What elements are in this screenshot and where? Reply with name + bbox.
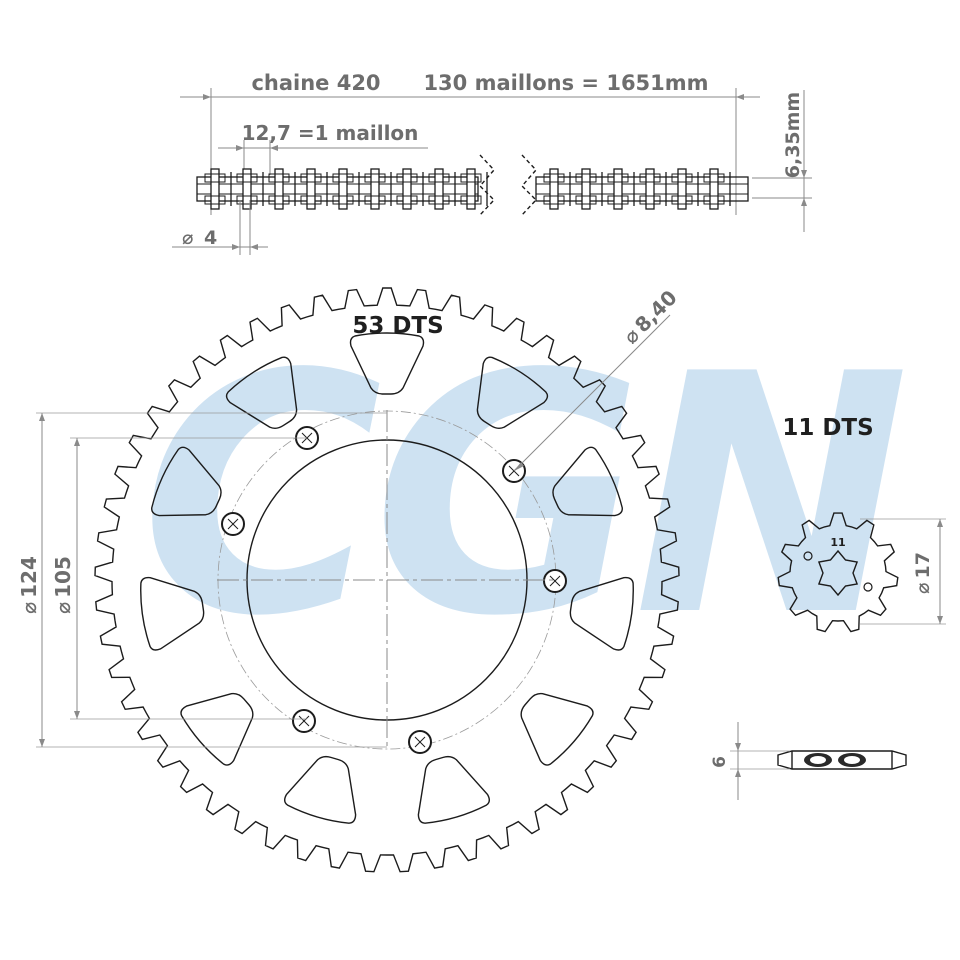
sprocket-window <box>349 332 425 395</box>
chain-length-label: 130 maillons = 1651mm <box>423 71 708 95</box>
chain-link <box>607 168 635 210</box>
chain-segment-right <box>535 168 749 210</box>
sprocket-window <box>151 446 222 517</box>
large-sprocket-windows <box>140 332 634 824</box>
chain-link <box>703 168 731 210</box>
small-sprocket-teeth <box>777 512 899 633</box>
hole-diameter-leader <box>513 314 671 472</box>
inner-diameter-label: ⌀105 <box>51 556 75 614</box>
chain-link <box>428 168 456 210</box>
chain-link <box>543 168 571 210</box>
chain-link <box>364 168 392 210</box>
sprocket-window <box>476 356 549 429</box>
small-sprocket <box>777 512 899 633</box>
sprocket-window <box>569 576 634 651</box>
watermark-logo: CGN <box>140 304 906 688</box>
small-sprocket-teeth-label: 11 DTS <box>782 415 873 441</box>
large-sprocket-teeth <box>94 287 680 873</box>
small-sprocket-hole-left <box>803 551 813 561</box>
small-sprocket-hole-right <box>863 582 873 592</box>
chain-pitch-label: 12,7 =1 maillon <box>242 121 419 145</box>
chain-height-dimension <box>752 90 812 232</box>
large-sprocket-diameter-dimensions <box>36 412 387 748</box>
chain-link <box>575 168 603 210</box>
chain-link <box>236 168 264 210</box>
sprocket-window <box>180 692 254 766</box>
chain-height-label: 6,35mm <box>782 92 804 178</box>
sprocket-window <box>140 576 205 651</box>
chain-link <box>332 168 360 210</box>
pin-diameter-label: 4 <box>204 227 217 249</box>
chain-link <box>268 168 296 210</box>
small-sprocket-thickness-label: 6 <box>710 756 730 768</box>
large-sprocket-bolt-holes <box>221 426 567 754</box>
pin-diameter-dimension <box>172 200 268 255</box>
small-sprocket-diameter-label: ⌀17 <box>912 552 934 594</box>
center-lines <box>217 410 557 750</box>
sprocket-window <box>417 755 490 824</box>
chain-link <box>639 168 667 210</box>
bolt-hole <box>408 730 432 754</box>
small-sprocket-side-view <box>730 722 907 800</box>
sprocket-window <box>552 446 623 517</box>
small-sprocket-diameter-dimension <box>860 518 946 625</box>
pin-diameter-symbol: ⌀ <box>182 227 193 249</box>
chain-link <box>396 168 424 210</box>
small-sprocket-spline <box>817 549 859 597</box>
outer-diameter-label: ⌀124 <box>17 556 41 614</box>
bolt-hole <box>292 709 316 733</box>
chain-pitch-dimension <box>218 140 428 175</box>
sprocket-window <box>520 692 594 766</box>
chain-link <box>300 168 328 210</box>
large-sprocket-teeth-label: 53 DTS <box>352 313 443 339</box>
chain-type-label: chaine 420 <box>251 71 380 95</box>
chain-link <box>460 168 488 210</box>
chain-link <box>671 168 699 210</box>
chain-break-marks <box>479 154 537 216</box>
large-sprocket <box>94 287 680 873</box>
bolt-hole <box>221 512 245 536</box>
small-sprocket-center-label: 11 <box>830 536 845 549</box>
chain-segment-left <box>196 168 488 210</box>
bolt-hole <box>543 569 567 593</box>
sprocket-window <box>225 356 298 429</box>
chain-link <box>204 168 232 210</box>
sprocket-window <box>284 755 357 824</box>
